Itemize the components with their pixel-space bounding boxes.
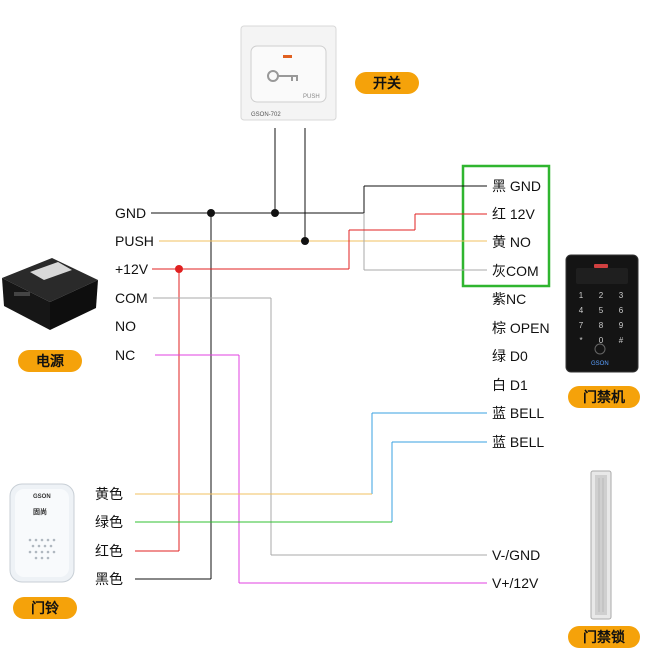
reader-terminal-nc: 紫NC xyxy=(492,291,527,307)
keypad-keys: 1 2 3 4 5 6 7 8 9 * 0 # xyxy=(579,291,624,345)
power-terminal-gnd: GND xyxy=(115,205,147,221)
reader-terminal-12v: 红 12V xyxy=(492,206,535,222)
power-terminal-push: PUSH xyxy=(115,233,154,249)
power-supply-image xyxy=(2,258,98,330)
power-terminal-com: COM xyxy=(115,290,148,306)
doorbell-brand: GSON xyxy=(33,494,51,500)
keypad-key: 7 xyxy=(579,321,584,330)
junction-gnd-switch xyxy=(271,209,279,217)
keypad-key: 3 xyxy=(619,291,624,300)
power-terminal-nc: NC xyxy=(115,347,136,363)
keypad-brand: GSON xyxy=(591,361,609,367)
magnetic-lock-image xyxy=(590,470,612,620)
bell-wire-red-label: 红色 xyxy=(95,543,123,559)
exit-switch-image xyxy=(240,25,337,121)
reader-terminal-bell-1: 蓝 BELL xyxy=(492,405,545,421)
doorbell-tag: 门铃 xyxy=(13,597,77,619)
push-text: PUSH xyxy=(303,94,320,100)
reader-tag: 门禁机 xyxy=(568,386,640,408)
keypad-key: 1 xyxy=(579,291,584,300)
keypad-key: 9 xyxy=(619,321,624,330)
junction-12v-bell xyxy=(175,265,183,273)
keypad-key: 4 xyxy=(579,306,584,315)
lock-terminal-gnd: V-/GND xyxy=(492,547,541,563)
access-keypad-image xyxy=(565,254,639,373)
keypad-key: # xyxy=(619,336,624,345)
keypad-key: 6 xyxy=(619,306,624,315)
power-terminal-no: NO xyxy=(115,318,136,334)
keypad-key: * xyxy=(579,336,582,345)
lock-tag: 门禁锁 xyxy=(568,626,640,648)
reader-terminal-no: 黄 NO xyxy=(492,234,531,250)
wires xyxy=(135,128,487,584)
junction-gnd-bell xyxy=(207,209,215,217)
bell-wire-green-label: 绿色 xyxy=(95,514,123,530)
switch-tag: 开关 xyxy=(355,72,419,94)
highlight-box xyxy=(461,164,551,288)
reader-terminal-gnd: 黑 GND xyxy=(492,178,541,194)
reader-terminal-d1: 白 D1 xyxy=(492,377,528,393)
switch-model-text: GSON-702 xyxy=(251,112,281,118)
reader-terminal-d0: 绿 D0 xyxy=(492,348,528,364)
keypad-key: 0 xyxy=(599,336,604,345)
power-tag: 电源 xyxy=(18,350,82,372)
reader-terminal-open: 棕 OPEN xyxy=(492,320,550,336)
lock-terminal-12v: V+/12V xyxy=(492,575,539,591)
bell-wire-yellow-label: 黄色 xyxy=(95,486,123,502)
keypad-key: 8 xyxy=(599,321,604,330)
doorbell-brand-cn: 固尚 xyxy=(33,507,47,516)
doorbell-image xyxy=(9,483,75,583)
junction-push-switch xyxy=(301,237,309,245)
power-terminal-12v: +12V xyxy=(115,261,149,277)
keypad-key: 5 xyxy=(599,306,604,315)
reader-terminal-bell-2: 蓝 BELL xyxy=(492,434,545,450)
reader-terminal-com: 灰COM xyxy=(492,263,539,279)
keypad-key: 2 xyxy=(599,291,604,300)
bell-wire-black-label: 黑色 xyxy=(95,571,123,587)
